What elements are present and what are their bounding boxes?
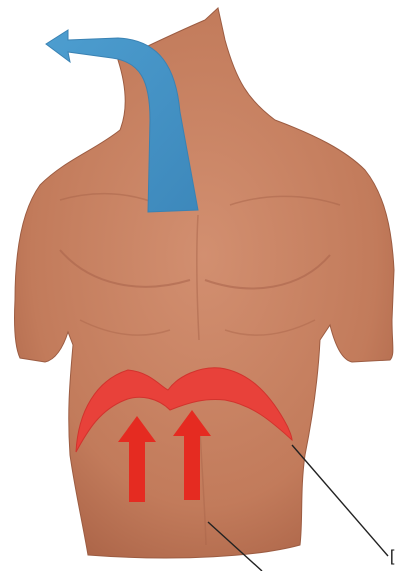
cut-off-label: [: [390, 548, 394, 566]
leader-line-diaphragm: [292, 445, 388, 556]
torso-body: [15, 8, 394, 558]
